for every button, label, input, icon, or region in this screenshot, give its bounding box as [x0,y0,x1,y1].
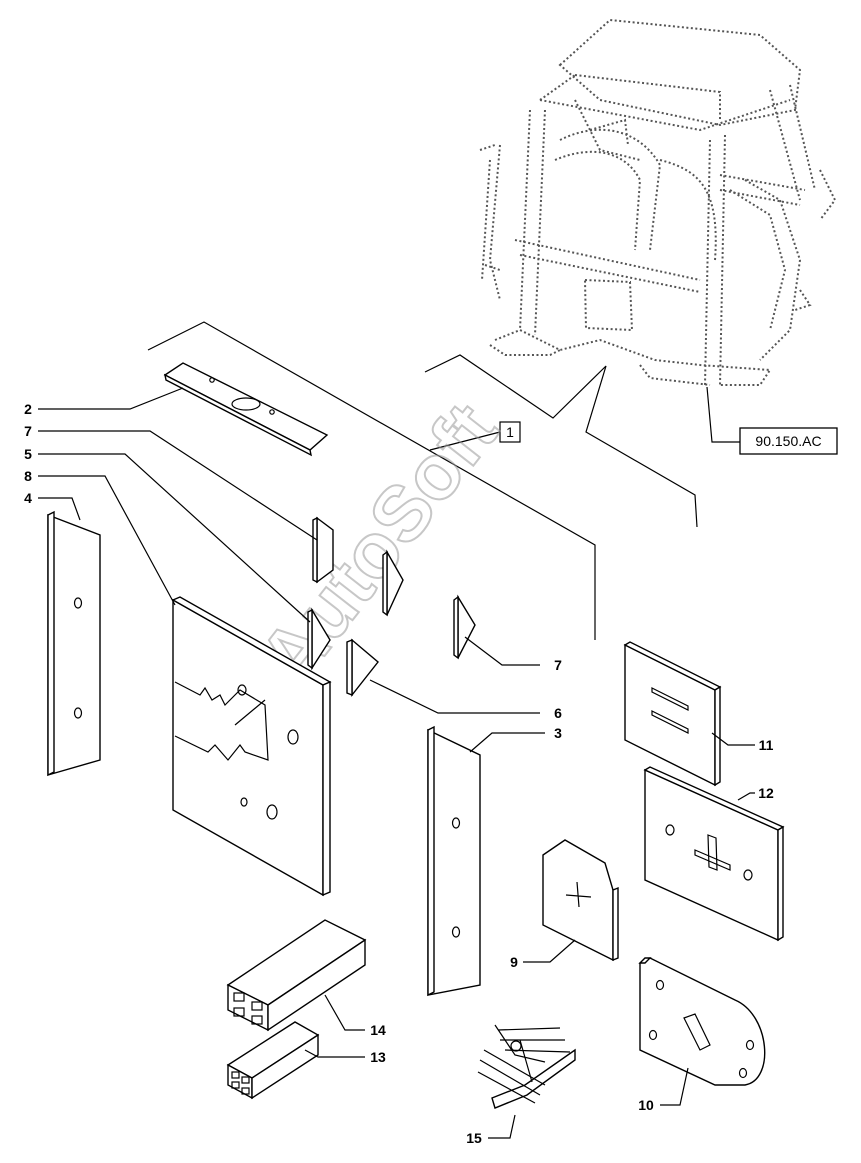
callout-5: 5 [24,446,32,462]
callout-14: 14 [370,1022,386,1038]
part-7-wedge-upper [312,516,334,584]
assembly-bracket: 1 [147,321,698,640]
callout-7: 7 [24,423,32,439]
callout-6: 6 [554,705,562,721]
callout-11: 11 [759,737,774,753]
part-12-cross-plate [643,766,785,942]
reference-callout: 90.150.AC [706,386,838,455]
callout-10: 10 [638,1097,654,1113]
callout-7: 7 [554,657,562,673]
reference-label: 90.150.AC [755,433,821,449]
part-15-connector [477,1024,576,1109]
part-5-wedge [307,607,331,671]
assembly-number: 1 [506,424,514,440]
callout-13: 13 [370,1049,386,1065]
part-10-rounded-plate [638,957,766,1086]
part-13-small-profile-bar [226,1021,320,1100]
callout-12: 12 [758,785,774,801]
part-2-strip [163,362,329,457]
part-11-slotted-plate [623,641,722,787]
callout-15: 15 [466,1130,482,1146]
leader-lines [38,387,755,1139]
part-6-wedge [346,638,379,698]
part-4-plate [47,510,101,777]
callout-9: 9 [510,954,518,970]
callout-4: 4 [24,490,32,506]
cab-frame-outline [479,18,837,386]
part-9-pentagon-plate [542,839,619,962]
callout-3: 3 [554,725,562,741]
callout-8: 8 [24,468,32,484]
part-3-plate [427,725,481,997]
part-7-wedge-center [382,549,404,617]
part-8-large-plate [171,596,332,897]
callout-2: 2 [24,401,32,417]
part-7-wedge-right [453,594,476,660]
callout-numbers: 2 7 5 8 4 7 6 3 11 12 9 14 13 10 15 [24,401,774,1146]
part-14-profile-bar [226,919,367,1032]
